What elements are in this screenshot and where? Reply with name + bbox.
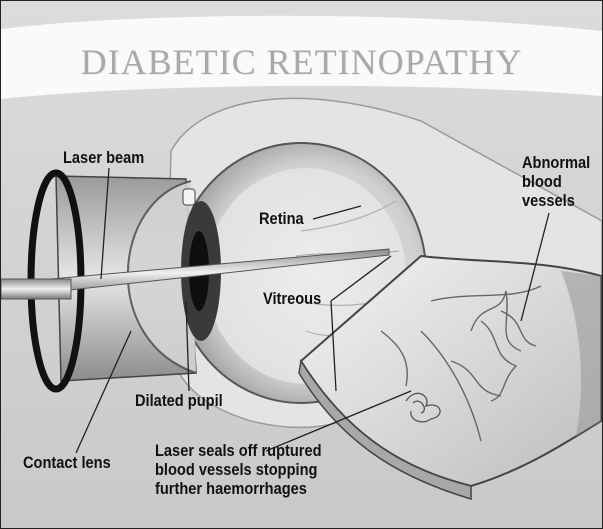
label-retina: Retina xyxy=(259,209,304,228)
lens-clip xyxy=(183,189,195,205)
label-dilated-pupil: Dilated pupil xyxy=(135,391,223,410)
label-laser-seals: Laser seals off ruptured blood vessels s… xyxy=(155,441,322,498)
label-vitreous: Vitreous xyxy=(263,289,321,308)
label-line: blood vessels stopping xyxy=(155,460,322,479)
label-line: Abnormal xyxy=(522,153,590,172)
label-line: Laser seals off ruptured xyxy=(155,441,322,460)
label-laser-beam: Laser beam xyxy=(63,148,144,167)
label-contact-lens: Contact lens xyxy=(23,453,111,472)
label-abnormal-blood-vessels: Abnormal blood vessels xyxy=(522,153,590,210)
diagram-title: DIABETIC RETINOPATHY xyxy=(1,41,602,83)
label-line: vessels xyxy=(522,191,590,210)
label-line: blood xyxy=(522,172,590,191)
laser-emitter xyxy=(1,279,71,299)
label-line: further haemorrhages xyxy=(155,479,322,498)
